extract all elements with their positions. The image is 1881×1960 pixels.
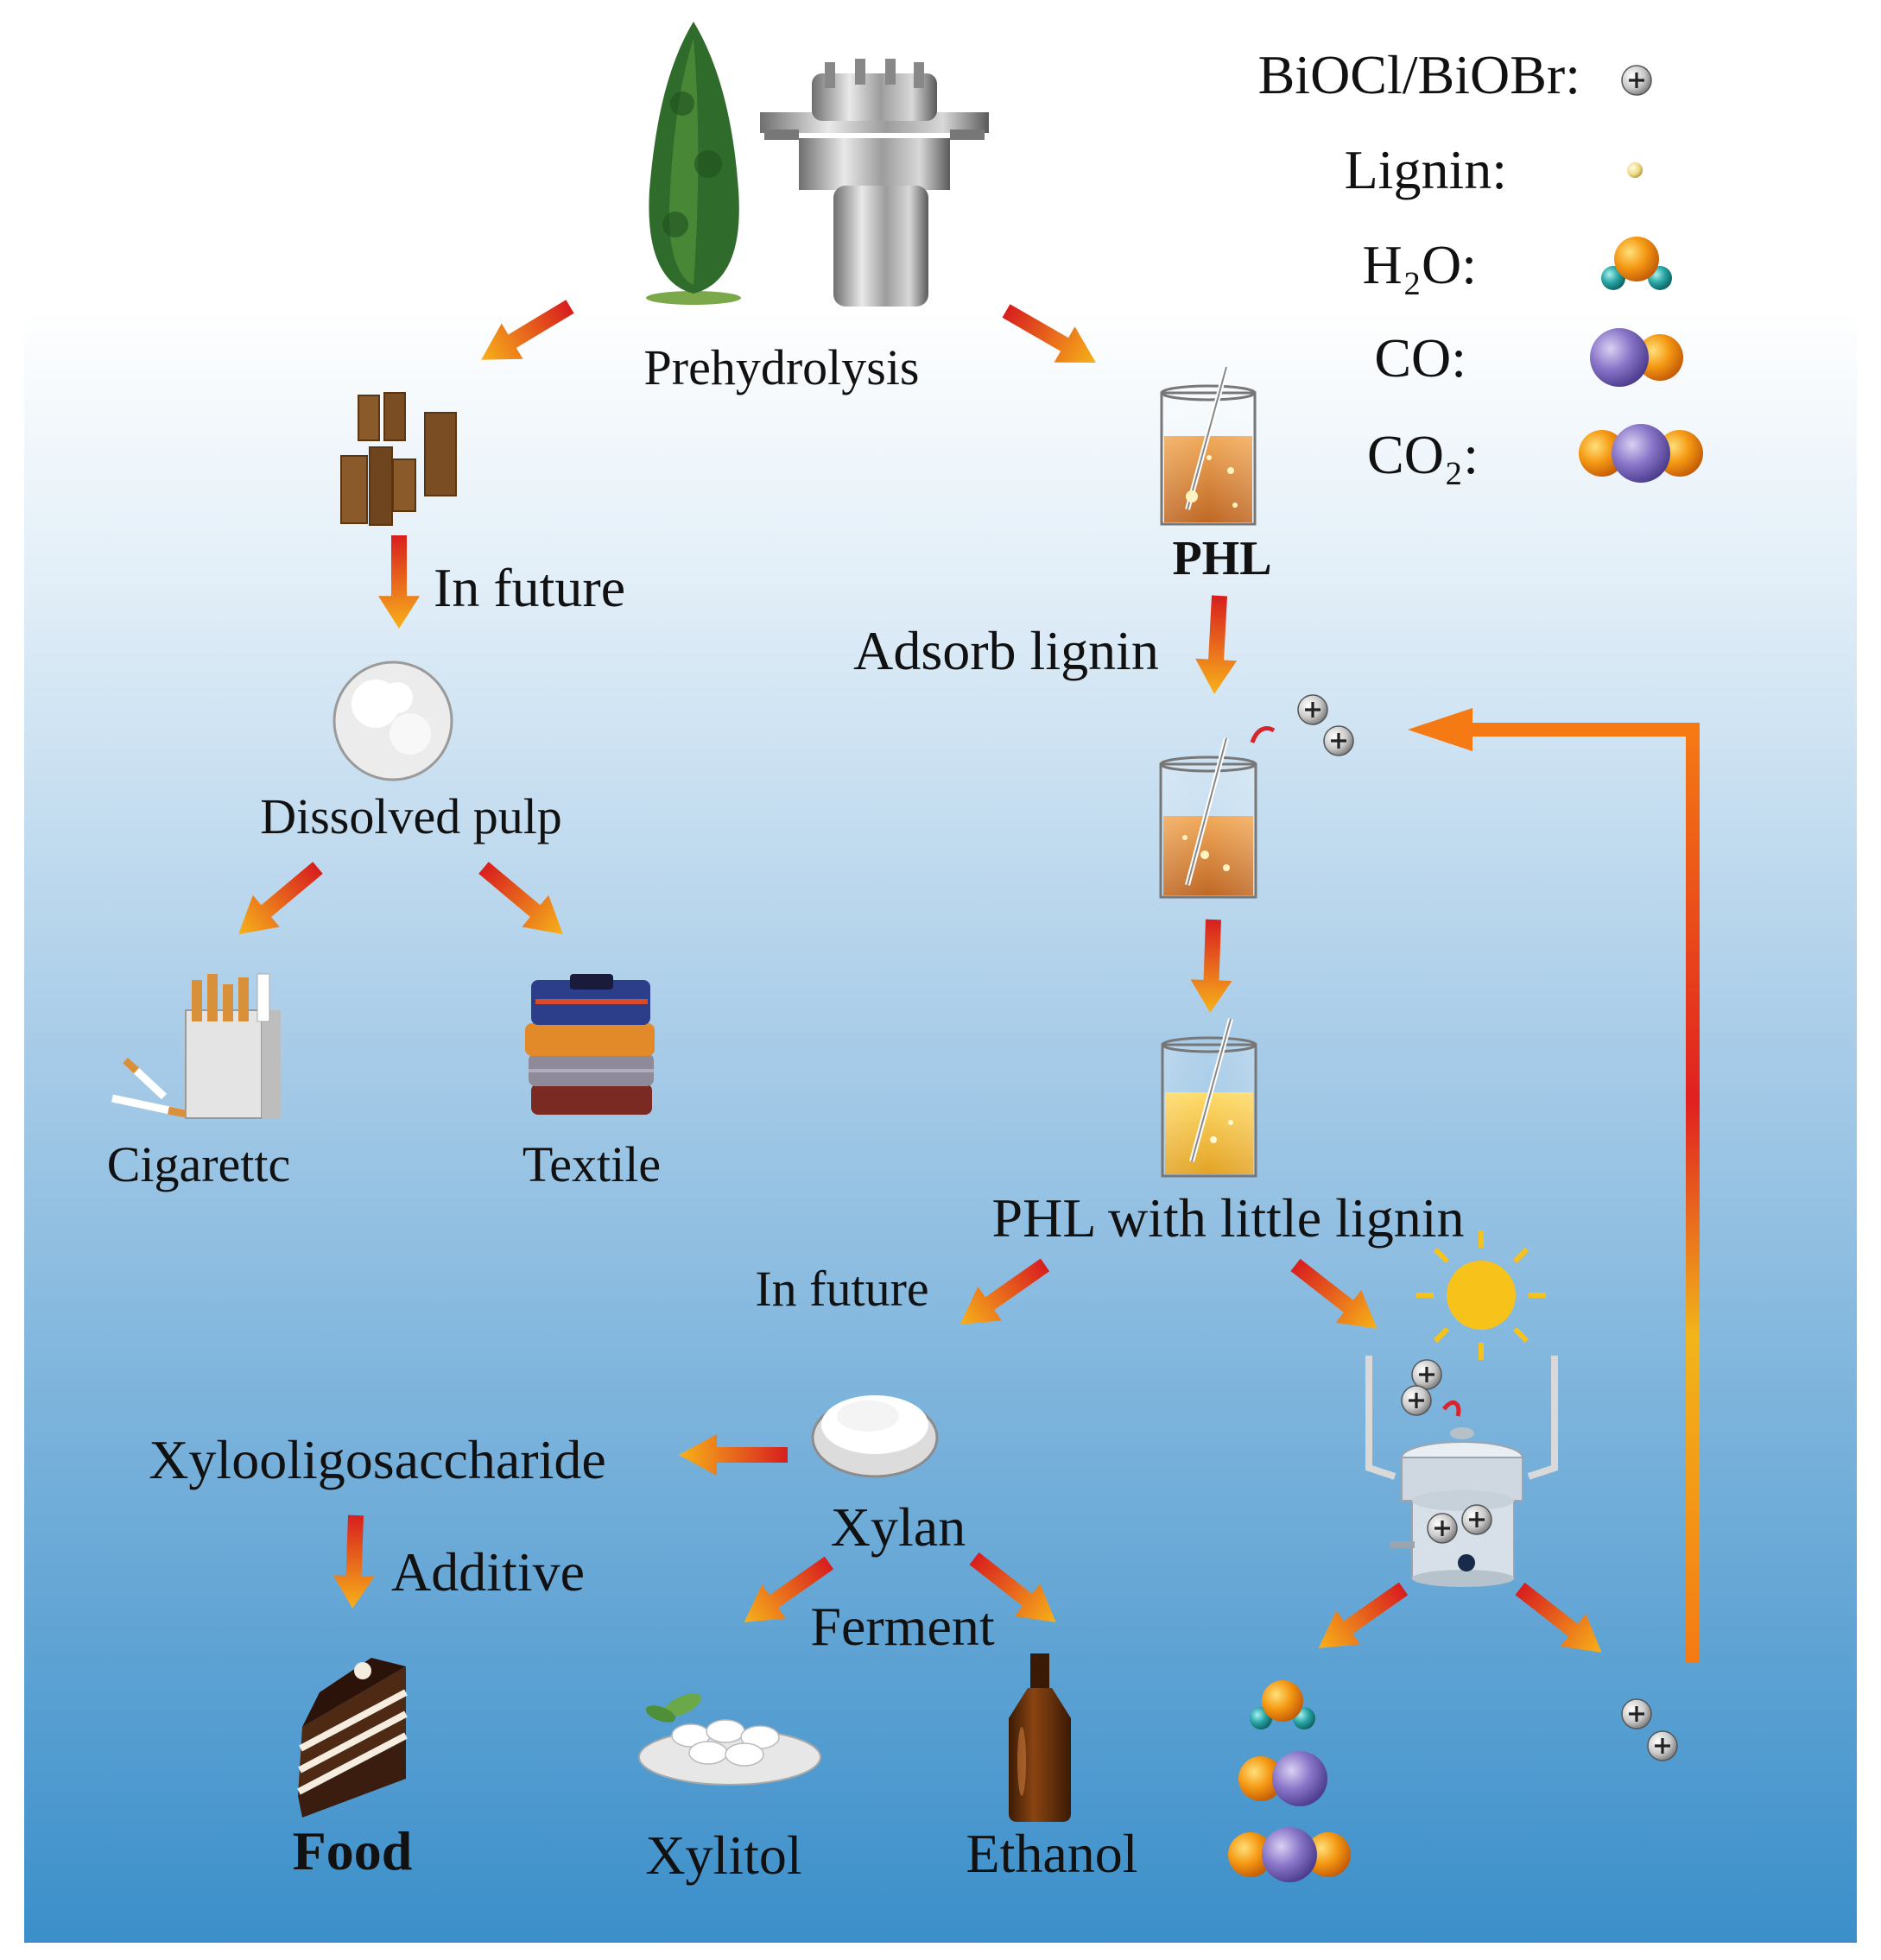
poplar-tree-icon [646, 22, 741, 305]
food-label: Food [293, 1820, 413, 1881]
dissolved-pulp-label: Dissolved pulp [260, 788, 562, 844]
legend-label-co: CO: [1374, 327, 1466, 389]
pulp-icon [332, 661, 453, 781]
beaker-phl-icon [1160, 366, 1257, 526]
sun-icon [1416, 1230, 1546, 1360]
xylitol-icon [638, 1693, 821, 1786]
adsorb-lignin-label: Adsorb lignin [853, 620, 1159, 681]
legend: BiOCl/BiOBr: Lignin: H₂O: CO: CO₂: [1258, 44, 1703, 485]
cake-icon [297, 1658, 408, 1818]
lignin-dot-icon [1627, 162, 1643, 178]
xylooligosaccharide-label: Xylooligosaccharide [149, 1429, 606, 1490]
xylan-powder-icon [811, 1395, 939, 1478]
product-water-icon [1250, 1680, 1315, 1729]
legend-label-water: H₂O: [1362, 234, 1477, 295]
cigarette-label: Cigarettc [107, 1136, 291, 1192]
xylan-label: Xylan [831, 1496, 966, 1558]
in-future-label-top: In future [434, 557, 625, 618]
ethanol-bottle-icon [1009, 1653, 1071, 1822]
co-molecule-icon [1590, 328, 1683, 387]
beaker-low-lignin-icon [1161, 1018, 1257, 1178]
legend-label-co2: CO₂: [1367, 424, 1479, 485]
prehydrolysis-label: Prehydrolysis [644, 339, 920, 395]
textile-label: Textile [522, 1136, 661, 1192]
legend-label-catalyst: BiOCl/BiOBr: [1258, 44, 1580, 105]
diagram-background [24, 309, 1857, 1943]
water-molecule-icon [1601, 237, 1672, 290]
additive-label: Additive [391, 1541, 585, 1603]
legend-label-lignin: Lignin: [1345, 139, 1507, 200]
photoreactor-icon [1365, 1356, 1558, 1587]
arrows [225, 288, 1700, 1669]
wood-chips-icon [340, 392, 457, 526]
recycle-loop-arrow [1468, 723, 1700, 1662]
ferment-label: Ferment [810, 1596, 995, 1657]
in-future-label-bottom: In future [755, 1261, 928, 1317]
recycle-loop-arrowhead [1408, 708, 1472, 751]
beaker-adsorbing-icon [1159, 737, 1257, 899]
ethanol-label: Ethanol [966, 1823, 1137, 1884]
product-co2-icon [1228, 1827, 1351, 1882]
reactor-icon [760, 59, 989, 307]
catalyst-added-icon [1250, 693, 1355, 757]
phl-label: PHL [1172, 532, 1271, 585]
catalyst-plus-icon [1620, 64, 1653, 97]
phl-little-lignin-label: PHL with little lignin [992, 1187, 1465, 1249]
xylitol-label: Xylitol [645, 1824, 801, 1886]
co2-molecule-icon [1579, 424, 1703, 483]
textile-icon [525, 974, 655, 1115]
cigarette-pack-icon [111, 973, 281, 1119]
product-co-icon [1238, 1751, 1327, 1806]
